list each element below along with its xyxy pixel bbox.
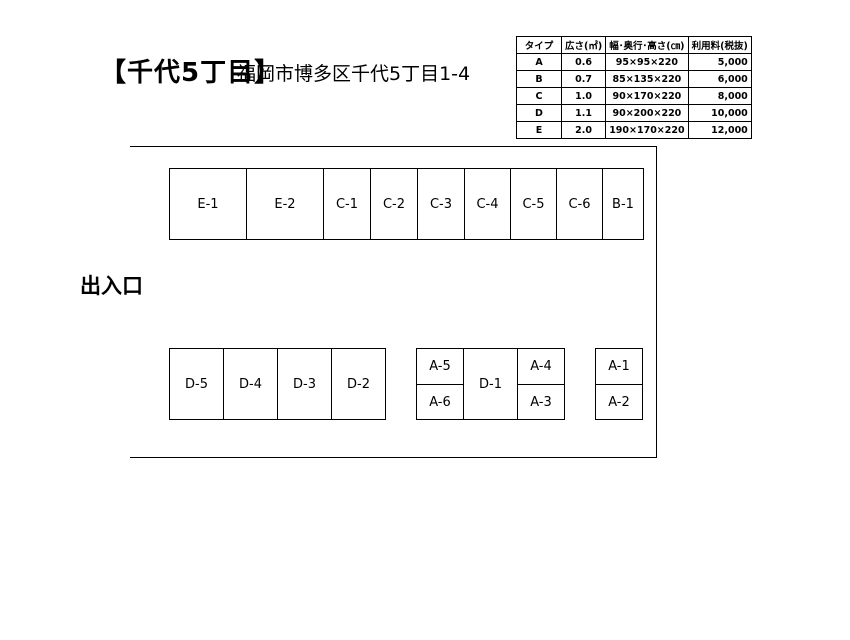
slot-c-6: C-6 bbox=[556, 168, 603, 240]
cell-type: B bbox=[516, 70, 562, 88]
slot-a-6: A-6 bbox=[416, 384, 464, 420]
slot-c-2: C-2 bbox=[370, 168, 418, 240]
table-row: B 0.7 85×135×220 6,000 bbox=[516, 70, 752, 88]
slot-e-1: E-1 bbox=[169, 168, 247, 240]
cell-size: 85×135×220 bbox=[605, 70, 689, 88]
table-row: A 0.6 95×95×220 5,000 bbox=[516, 53, 752, 71]
slot-d-1: D-1 bbox=[463, 348, 518, 420]
cell-fee: 8,000 bbox=[687, 87, 752, 105]
cell-area: 0.6 bbox=[560, 53, 607, 71]
slot-c-5: C-5 bbox=[510, 168, 557, 240]
slot-c-1: C-1 bbox=[323, 168, 371, 240]
cell-fee: 5,000 bbox=[687, 53, 752, 71]
cell-area: 1.0 bbox=[560, 87, 607, 105]
entrance-label: 出入口 bbox=[80, 274, 143, 298]
slot-a-3: A-3 bbox=[517, 384, 565, 420]
table-row: C 1.0 90×170×220 8,000 bbox=[516, 87, 752, 105]
cell-size: 190×170×220 bbox=[605, 121, 689, 139]
price-table: タイプ 広さ(㎡) 幅･奥行･高さ(㎝) 利用料(税抜) A 0.6 95×95… bbox=[516, 36, 752, 139]
slot-a-5: A-5 bbox=[416, 348, 464, 385]
col-header-size: 幅･奥行･高さ(㎝) bbox=[605, 36, 689, 54]
slot-d-3: D-3 bbox=[277, 348, 332, 420]
cell-size: 95×95×220 bbox=[605, 53, 689, 71]
slot-d-5: D-5 bbox=[169, 348, 224, 420]
col-header-area: 広さ(㎡) bbox=[560, 36, 607, 54]
page-title: 【千代5丁目】 bbox=[100, 58, 282, 88]
col-header-type: タイプ bbox=[516, 36, 562, 54]
cell-fee: 6,000 bbox=[687, 70, 752, 88]
table-row: D 1.1 90×200×220 10,000 bbox=[516, 104, 752, 122]
cell-fee: 12,000 bbox=[687, 121, 752, 139]
cell-area: 1.1 bbox=[560, 104, 607, 122]
cell-type: E bbox=[516, 121, 562, 139]
slot-c-4: C-4 bbox=[464, 168, 511, 240]
cell-type: A bbox=[516, 53, 562, 71]
cell-type: D bbox=[516, 104, 562, 122]
slot-e-2: E-2 bbox=[246, 168, 324, 240]
cell-area: 2.0 bbox=[560, 121, 607, 139]
parking-lot-boundary bbox=[130, 146, 657, 458]
address-label: 福岡市博多区千代5丁目1-4 bbox=[237, 63, 471, 85]
slot-b-1: B-1 bbox=[602, 168, 644, 240]
cell-size: 90×200×220 bbox=[605, 104, 689, 122]
slot-a-4: A-4 bbox=[517, 348, 565, 385]
slot-a-1: A-1 bbox=[595, 348, 643, 385]
col-header-fee: 利用料(税抜) bbox=[687, 36, 752, 54]
slot-d-2: D-2 bbox=[331, 348, 386, 420]
cell-size: 90×170×220 bbox=[605, 87, 689, 105]
cell-type: C bbox=[516, 87, 562, 105]
cell-area: 0.7 bbox=[560, 70, 607, 88]
slot-d-4: D-4 bbox=[223, 348, 278, 420]
table-header-row: タイプ 広さ(㎡) 幅･奥行･高さ(㎝) 利用料(税抜) bbox=[516, 36, 752, 54]
slot-c-3: C-3 bbox=[417, 168, 465, 240]
slot-a-2: A-2 bbox=[595, 384, 643, 420]
table-row: E 2.0 190×170×220 12,000 bbox=[516, 121, 752, 139]
cell-fee: 10,000 bbox=[687, 104, 752, 122]
